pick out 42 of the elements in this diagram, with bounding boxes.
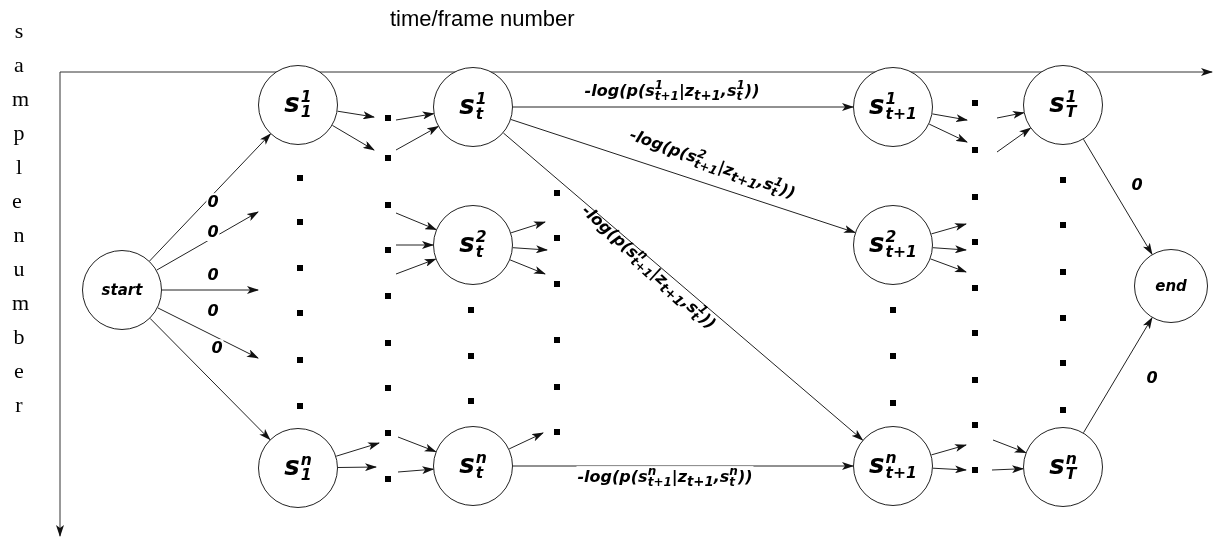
arrow [510,221,546,234]
arrow [992,439,1027,454]
arrow [996,110,1025,119]
arrow [149,317,271,441]
arrow [512,462,854,470]
arrow [395,241,434,249]
arrow [930,223,967,235]
arrow [932,465,967,474]
arrow [337,110,375,120]
arrow [1083,138,1153,256]
arrow [335,442,380,457]
arrow [161,286,259,294]
arrow [331,124,375,151]
arrow [156,211,259,271]
arrow [149,133,272,262]
arrow [991,465,1024,474]
arrow [930,444,967,456]
arrow [512,103,854,111]
arrow [931,113,968,123]
arrow [395,258,437,275]
arrow [502,132,864,441]
arrow [1083,316,1153,434]
node-label: start [101,282,143,298]
arrow [928,123,968,143]
arrow [930,258,967,273]
axis-title: time/frame number [390,6,575,32]
arrow [996,127,1032,153]
arrow [397,466,435,475]
arrow [395,126,439,151]
arrow [508,432,544,450]
arrow [337,463,377,472]
arrow [395,212,437,231]
arrow [509,259,546,275]
edge-label: -log(p(s$^{n}$$_{t+1}$|z$_{t+1}$,s$^{n}$$_{t}$)) [576,466,754,490]
arrow [395,111,435,121]
arrow [512,245,548,254]
arrow [397,436,437,453]
edge-label: 0 [206,223,220,241]
arrow [932,245,967,254]
arrow [510,119,856,233]
arrow [157,307,259,359]
node-label: end [1155,278,1187,294]
